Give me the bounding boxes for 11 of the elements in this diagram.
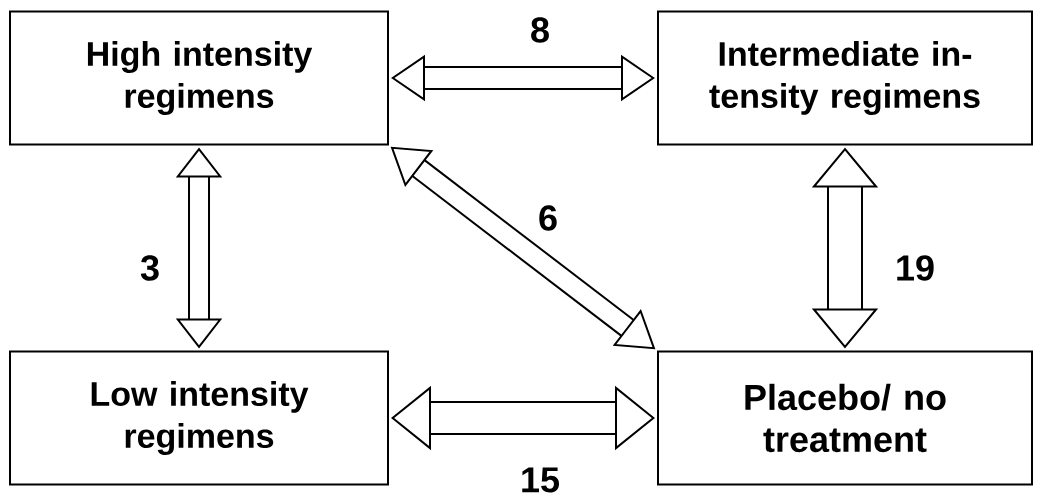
text-box: Intermediate in- tensity regimens [657, 10, 1033, 146]
block-arrow [391, 54, 655, 102]
edge-label: 15 [522, 467, 559, 493]
text-box: Low intensity regimens [9, 350, 389, 486]
text-box: High intensity regimens [9, 10, 389, 146]
edge-label: 19 [897, 255, 934, 281]
block-arrow [391, 385, 655, 451]
edge-label: 3 [140, 255, 159, 281]
text-box: Placebo/ no treatment [657, 350, 1033, 486]
edge-label: 6 [539, 205, 557, 231]
edge-label: 8 [531, 17, 549, 43]
